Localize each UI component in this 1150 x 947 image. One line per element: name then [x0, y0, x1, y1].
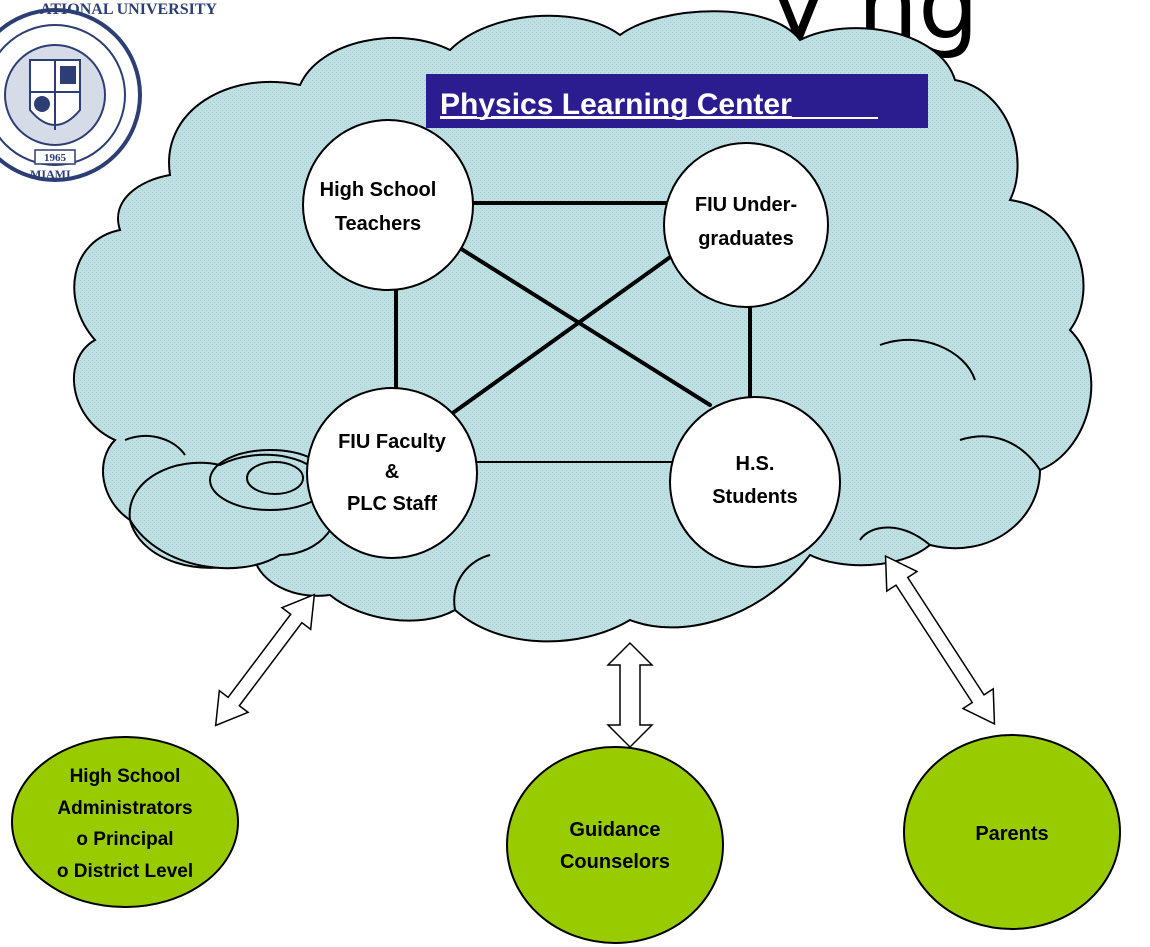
node-label-line: Teachers: [335, 213, 421, 235]
arrow-cloud-counselors: [606, 641, 654, 749]
node-administrators: High School Administrators o Principal o…: [11, 736, 239, 908]
university-seal-icon: 1965 ATIONAL UNIVERSITY MIAMI: [0, 1, 218, 182]
node-label-line: High School: [70, 766, 181, 787]
node-label-line: H.S.: [736, 453, 775, 475]
seal-text-bottom: MIAMI: [30, 167, 71, 181]
node-label-line: FIU Under-: [695, 194, 797, 216]
node-hs-teachers: High School Teachers: [302, 119, 474, 291]
node-counselors: Guidance Counselors: [506, 746, 724, 944]
node-label-line: graduates: [698, 228, 794, 250]
node-label-line: o Principal: [76, 829, 173, 850]
edge-teachers-students: [453, 243, 712, 407]
edge-undergrads-faculty: [448, 248, 682, 417]
arrow-cloud-parents: [884, 554, 996, 726]
node-fiu-faculty: FIU Faculty & PLC Staff: [306, 387, 478, 559]
node-label-line: &: [385, 461, 399, 483]
node-fiu-undergrads: FIU Under- graduates: [663, 142, 829, 308]
seal-text-top: ATIONAL UNIVERSITY: [40, 1, 218, 18]
node-label-line: o District Level: [57, 861, 193, 882]
node-label-line: Counselors: [560, 851, 670, 873]
node-label-line: Guidance: [569, 819, 660, 841]
node-parents: Parents: [903, 734, 1121, 930]
node-label-line: High School: [320, 179, 437, 201]
cloud-title: Physics Learning Center: [440, 88, 792, 121]
node-label-line: Administrators: [57, 798, 192, 819]
node-hs-students: H.S. Students: [669, 396, 841, 568]
arrow-cloud-administrators: [214, 593, 316, 727]
node-label-line: FIU Faculty: [338, 431, 447, 453]
cloud-title-bar: Physics Learning Center: [426, 74, 928, 128]
node-label-line: Students: [712, 486, 798, 508]
inner-edges: [394, 201, 752, 463]
node-label-line: Parents: [975, 823, 1048, 845]
seal-year: 1965: [44, 152, 67, 164]
node-label-line: PLC Staff: [347, 493, 437, 515]
